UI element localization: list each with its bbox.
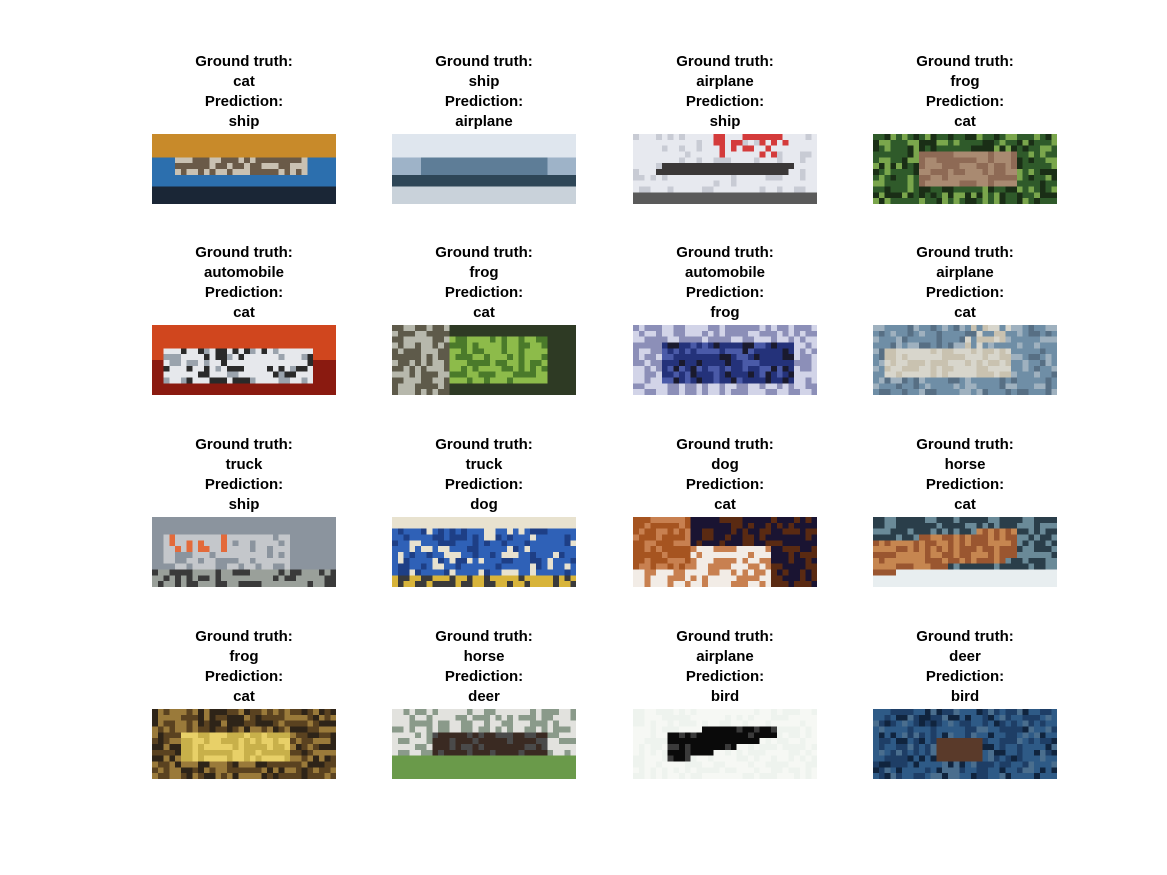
- prediction-value: cat: [233, 304, 255, 321]
- prediction-label: Prediction:: [685, 668, 765, 685]
- ground-truth-label: Ground truth:: [676, 628, 774, 645]
- ground-truth-label: Ground truth:: [916, 53, 1014, 70]
- prediction-label: Prediction:: [444, 476, 524, 493]
- thumbnail-image: [392, 325, 576, 395]
- prediction-label: Prediction:: [685, 476, 765, 493]
- prediction-label: Prediction:: [204, 284, 284, 301]
- prediction-label: Prediction:: [204, 476, 284, 493]
- ground-truth-label: Ground truth:: [195, 436, 293, 453]
- ground-truth-label: Ground truth:: [676, 436, 774, 453]
- prediction-value: cat: [954, 113, 976, 130]
- ground-truth-value: automobile: [684, 264, 765, 281]
- thumbnail-image: [873, 709, 1057, 779]
- thumbnail-image: [152, 517, 336, 587]
- prediction-label: Prediction:: [444, 284, 524, 301]
- thumbnail-image: [633, 134, 817, 204]
- ground-truth-value: frog: [469, 264, 499, 281]
- ground-truth-value: truck: [225, 456, 263, 473]
- ground-truth-value: truck: [465, 456, 503, 473]
- ground-truth-value: airplane: [936, 264, 994, 281]
- prediction-value: frog: [710, 304, 740, 321]
- ground-truth-label: Ground truth:: [916, 628, 1014, 645]
- thumbnail-image: [392, 517, 576, 587]
- prediction-label: Prediction:: [925, 476, 1005, 493]
- thumbnail-image: [152, 134, 336, 204]
- prediction-label: Prediction:: [925, 93, 1005, 110]
- ground-truth-value: cat: [233, 73, 255, 90]
- prediction-value: airplane: [455, 113, 513, 130]
- prediction-label: Prediction:: [925, 668, 1005, 685]
- ground-truth-label: Ground truth:: [435, 244, 533, 261]
- prediction-label: Prediction:: [204, 93, 284, 110]
- thumbnail-image: [873, 134, 1057, 204]
- thumbnail-image: [392, 709, 576, 779]
- thumbnail-image: [873, 325, 1057, 395]
- prediction-value: bird: [950, 688, 980, 705]
- thumbnail-image: [633, 517, 817, 587]
- ground-truth-label: Ground truth:: [435, 53, 533, 70]
- prediction-label: Prediction:: [444, 93, 524, 110]
- prediction-label: Prediction:: [685, 284, 765, 301]
- ground-truth-label: Ground truth:: [676, 53, 774, 70]
- prediction-value: ship: [228, 496, 260, 513]
- ground-truth-label: Ground truth:: [195, 628, 293, 645]
- thumbnail-image: [633, 709, 817, 779]
- ground-truth-label: Ground truth:: [195, 53, 293, 70]
- prediction-label: Prediction:: [444, 668, 524, 685]
- ground-truth-value: frog: [950, 73, 980, 90]
- ground-truth-value: deer: [949, 648, 981, 665]
- prediction-value: cat: [954, 304, 976, 321]
- ground-truth-label: Ground truth:: [435, 436, 533, 453]
- ground-truth-label: Ground truth:: [916, 244, 1014, 261]
- thumbnail-image: [873, 517, 1057, 587]
- prediction-label: Prediction:: [204, 668, 284, 685]
- thumbnail-image: [633, 325, 817, 395]
- prediction-value: cat: [233, 688, 255, 705]
- ground-truth-value: ship: [468, 73, 500, 90]
- ground-truth-value: airplane: [696, 648, 754, 665]
- thumbnail-image: [152, 709, 336, 779]
- prediction-value: bird: [710, 688, 740, 705]
- prediction-value: cat: [473, 304, 495, 321]
- ground-truth-value: horse: [944, 456, 986, 473]
- prediction-value: cat: [954, 496, 976, 513]
- ground-truth-value: airplane: [696, 73, 754, 90]
- ground-truth-value: automobile: [203, 264, 284, 281]
- prediction-value: cat: [714, 496, 736, 513]
- ground-truth-value: dog: [711, 456, 739, 473]
- prediction-value: dog: [470, 496, 498, 513]
- prediction-value: deer: [468, 688, 500, 705]
- ground-truth-value: frog: [229, 648, 259, 665]
- ground-truth-label: Ground truth:: [676, 244, 774, 261]
- ground-truth-label: Ground truth:: [916, 436, 1014, 453]
- prediction-value: ship: [228, 113, 260, 130]
- ground-truth-label: Ground truth:: [435, 628, 533, 645]
- ground-truth-value: horse: [463, 648, 505, 665]
- thumbnail-image: [152, 325, 336, 395]
- thumbnail-image: [392, 134, 576, 204]
- prediction-label: Prediction:: [925, 284, 1005, 301]
- ground-truth-label: Ground truth:: [195, 244, 293, 261]
- prediction-value: ship: [709, 113, 741, 130]
- prediction-label: Prediction:: [685, 93, 765, 110]
